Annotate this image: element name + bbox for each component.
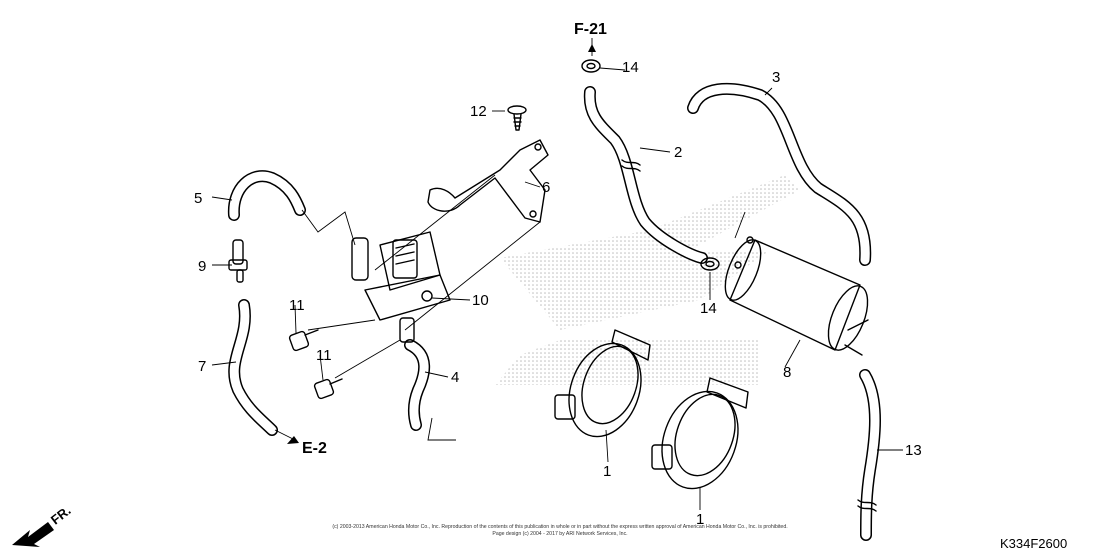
bolt-11a[interactable]: [288, 329, 319, 352]
hose-3[interactable]: [687, 82, 872, 266]
diagram-code: K334F2600: [1000, 536, 1067, 551]
callout-7[interactable]: 7: [198, 358, 206, 375]
callout-1a[interactable]: 1: [603, 463, 611, 480]
callout-3[interactable]: 3: [772, 69, 780, 86]
callout-4[interactable]: 4: [451, 369, 459, 386]
callout-14b[interactable]: 14: [700, 300, 717, 317]
callout-12[interactable]: 12: [470, 103, 487, 120]
callout-11a[interactable]: 11: [289, 297, 305, 314]
hose-13[interactable]: [857, 369, 881, 541]
arrow-up-icon: [588, 44, 596, 52]
ref-top-label[interactable]: F-21: [574, 21, 607, 38]
bracket-6[interactable]: [427, 139, 549, 223]
copyright-line-2: Page design (c) 2004 - 2017 by ARI Netwo…: [492, 531, 627, 537]
hose-7[interactable]: [228, 299, 278, 436]
clip-14a[interactable]: [581, 59, 601, 73]
callout-1b[interactable]: 1: [696, 511, 704, 528]
callout-10[interactable]: 10: [472, 292, 489, 309]
callout-8[interactable]: 8: [783, 364, 791, 381]
callout-9[interactable]: 9: [198, 258, 206, 275]
hose-2[interactable]: [583, 86, 708, 264]
watermark-logo: [495, 175, 800, 385]
hose-5[interactable]: [227, 170, 306, 221]
callout-5[interactable]: 5: [194, 190, 202, 207]
ref-bottom-label[interactable]: E-2: [302, 440, 327, 457]
canister-8[interactable]: [718, 235, 876, 356]
solenoid-valve-10[interactable]: [351, 231, 451, 343]
fitting-9[interactable]: [228, 239, 248, 283]
hose-4[interactable]: [404, 339, 431, 431]
callout-6[interactable]: 6: [542, 179, 550, 196]
callout-14a[interactable]: 14: [622, 59, 639, 76]
band-1b[interactable]: [649, 377, 751, 499]
arrow-right-icon: [287, 436, 299, 444]
clip-14b[interactable]: [700, 257, 720, 271]
screw-12[interactable]: [507, 105, 527, 131]
front-arrow-icon: [12, 522, 54, 547]
callout-2[interactable]: 2: [674, 144, 682, 161]
bolt-11b[interactable]: [313, 378, 343, 400]
copyright-line-1: (c) 2003-2013 American Honda Motor Co., …: [332, 524, 787, 530]
callout-11b[interactable]: 11: [316, 347, 332, 364]
band-1a[interactable]: [554, 329, 653, 447]
callout-13[interactable]: 13: [905, 442, 922, 459]
front-marker: FR.: [48, 503, 74, 528]
